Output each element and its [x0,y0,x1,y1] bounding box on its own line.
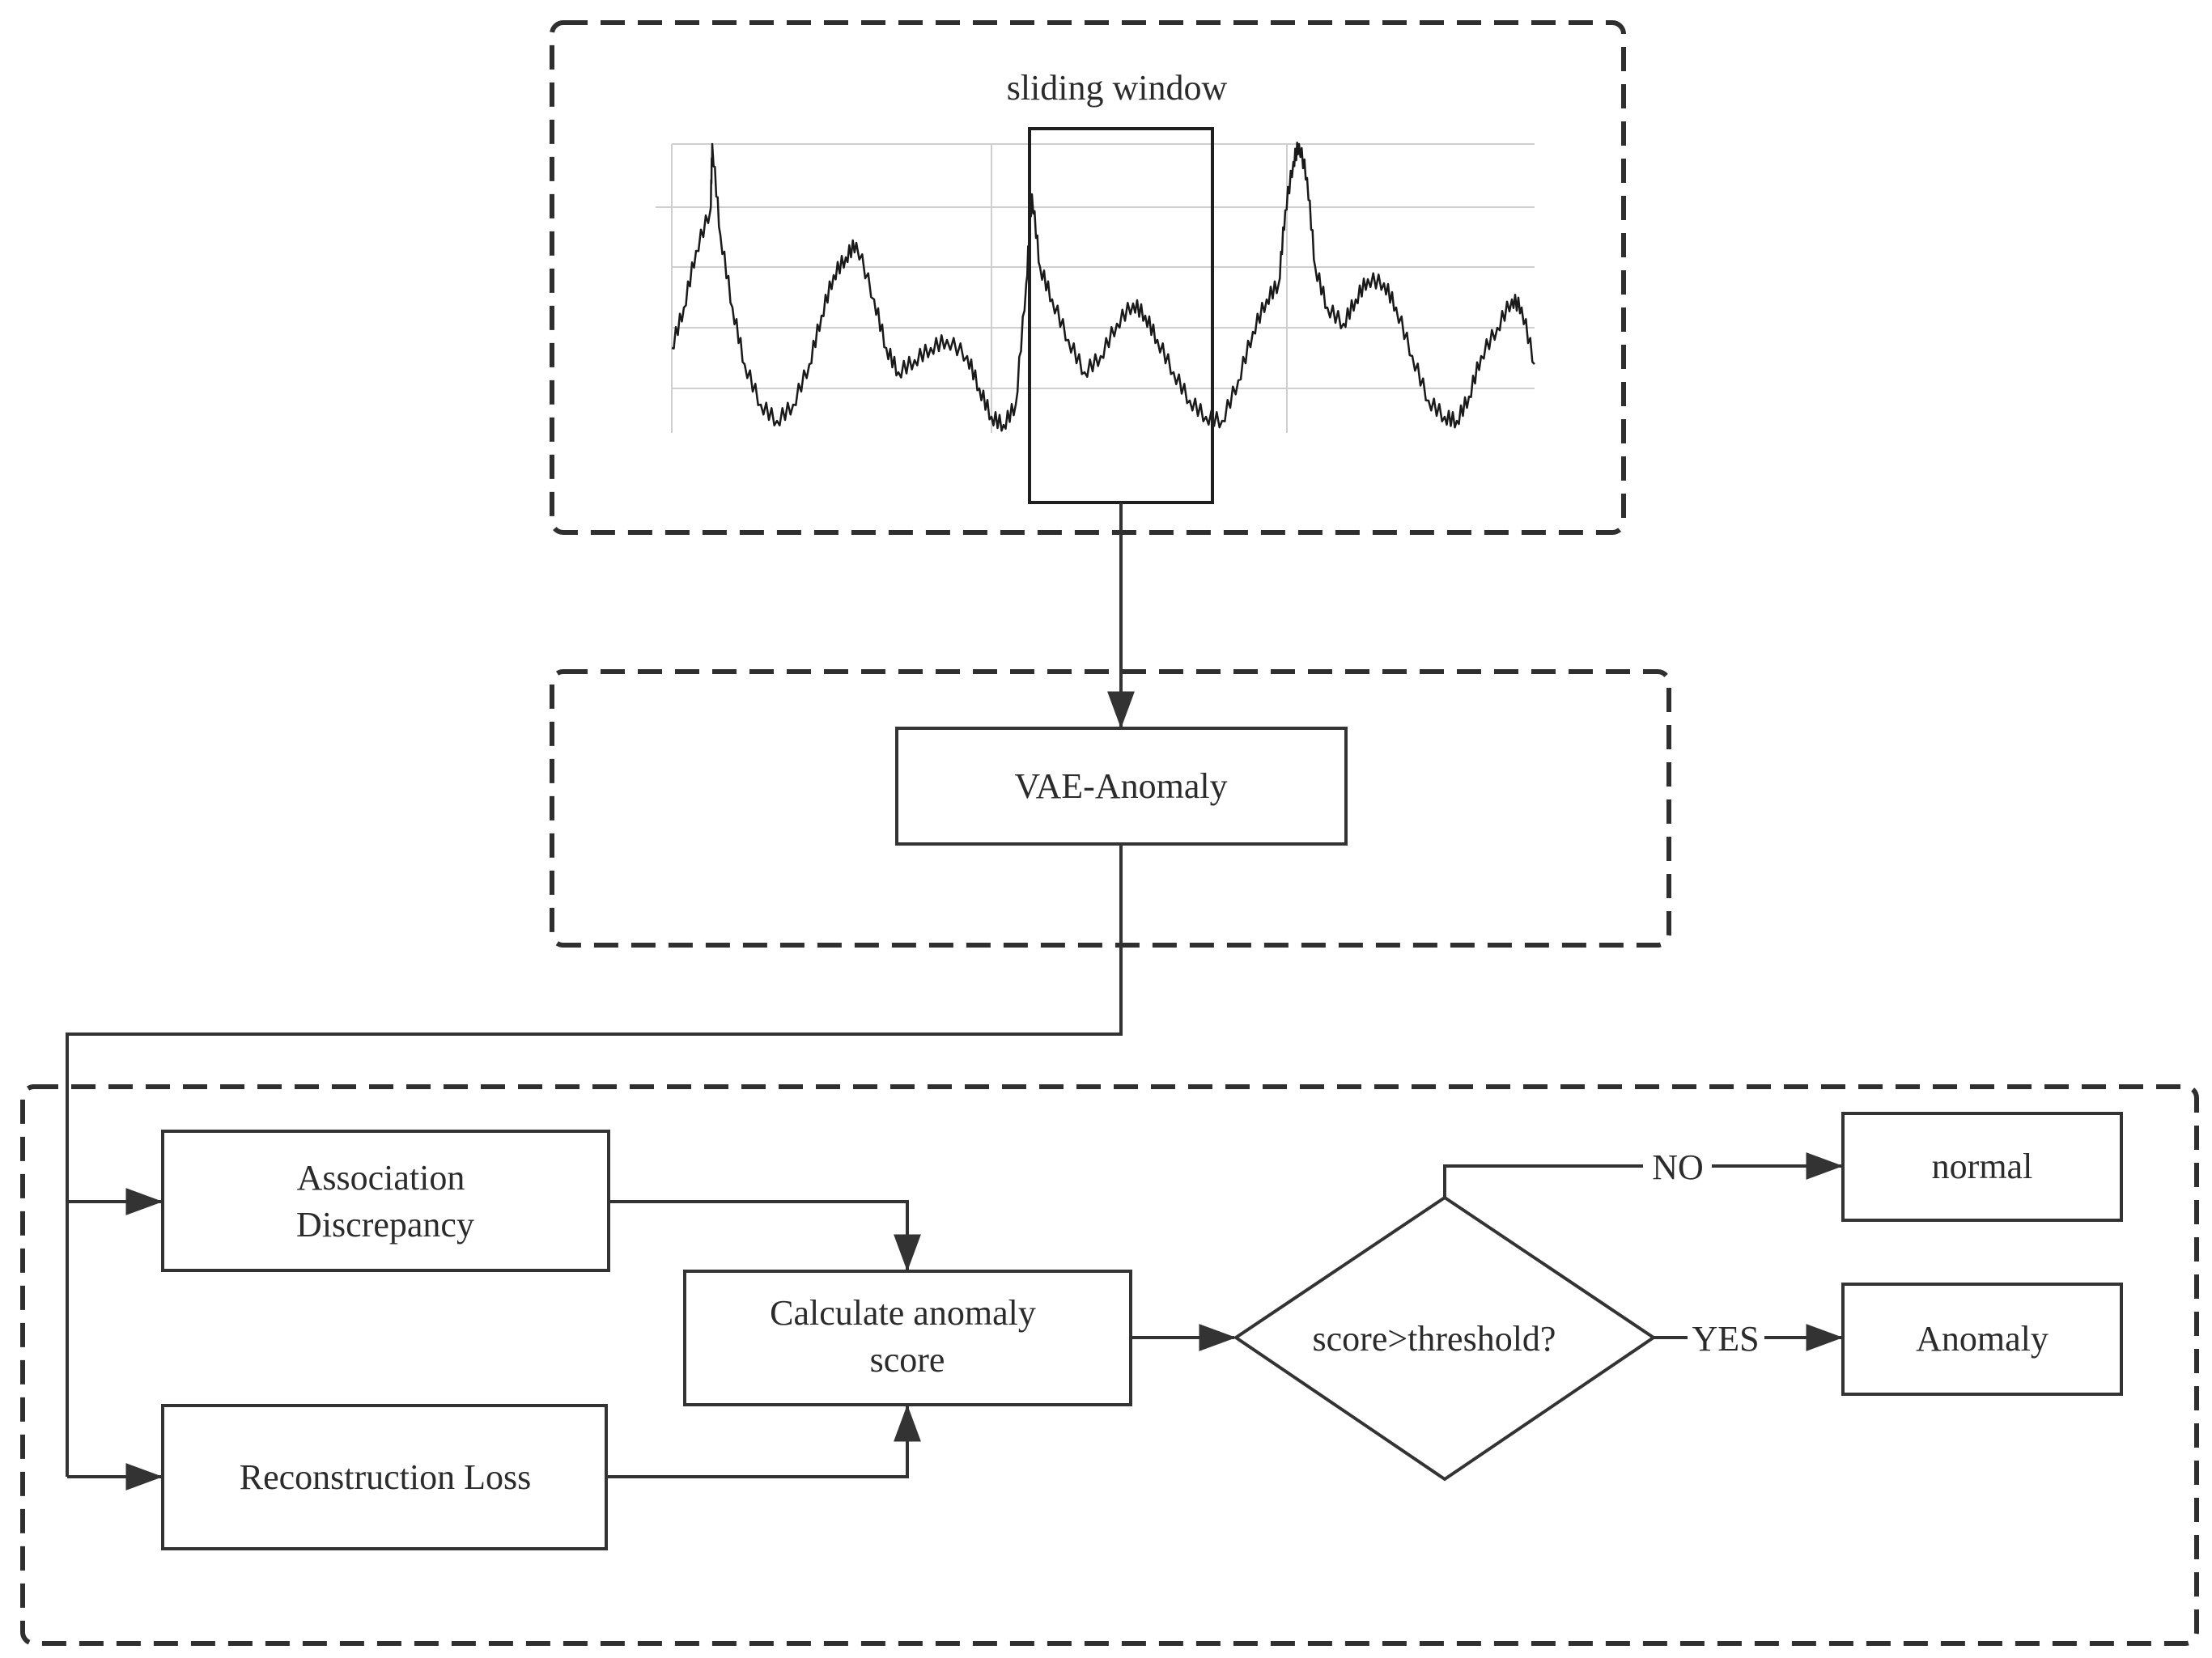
anomaly-result-label: Anomaly [1916,1319,2049,1359]
association-discrepancy-line-2: Discrepancy [296,1205,474,1245]
threshold-decision-diamond[interactable] [1233,1195,1657,1482]
no-branch-label: NO [1652,1147,1704,1187]
model-group-container [550,669,1671,948]
calculate-score-line-1: Calculate anomaly [770,1293,1036,1333]
input-group-container [550,20,1626,535]
reconstruction-loss-box[interactable] [161,1404,608,1550]
anomaly-result-box[interactable] [1841,1283,2123,1396]
calculate-score-line-2: score [870,1340,945,1380]
association-discrepancy-label: Association Discrepancy [296,1158,474,1245]
sliding-window-label: sliding window [1007,68,1228,108]
detection-group-container [20,1084,2199,1646]
association-discrepancy-line-1: Association [297,1158,465,1198]
signal-line [671,142,1535,432]
reconstruction-to-score-arrow [606,1404,921,1478]
decision-no-line [1443,1164,1643,1198]
threshold-decision-label: score>threshold? [1313,1319,1556,1359]
calculate-score-label: Calculate anomaly score [770,1293,1045,1380]
time-series-plot [656,142,1535,433]
association-discrepancy-box[interactable] [161,1130,610,1272]
vae-anomaly-box[interactable] [895,727,1348,846]
yes-branch-label: YES [1692,1319,1759,1359]
model-to-branch-line [66,844,1123,1477]
normal-result-label: normal [1932,1147,2033,1186]
vae-anomaly-label: VAE-Anomaly [1014,766,1227,806]
association-to-score-arrow [609,1200,921,1272]
calculate-score-box[interactable] [683,1270,1132,1406]
reconstruction-loss-label: Reconstruction Loss [240,1457,532,1497]
